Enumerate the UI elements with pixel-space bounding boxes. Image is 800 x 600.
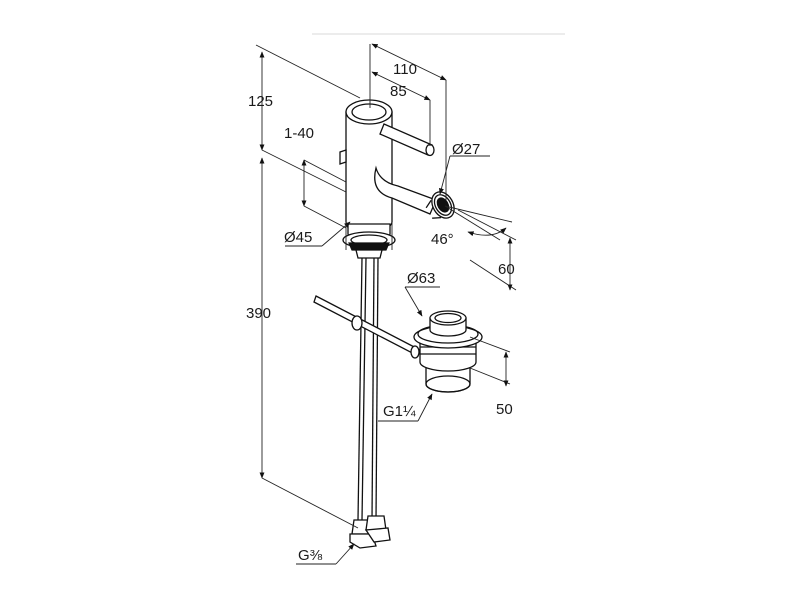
dim-waste-thread: G1¼	[383, 403, 416, 420]
dim-outlet-diameter: Ø27	[452, 141, 480, 158]
dimension-lines	[255, 43, 517, 565]
dim-50: 50	[496, 401, 513, 418]
dim-angle: 46°	[431, 231, 454, 248]
dim-390: 390	[246, 305, 271, 322]
dim-body-diameter: Ø45	[284, 229, 312, 246]
dim-85: 85	[390, 83, 407, 100]
waste-fitting	[413, 310, 483, 393]
spout-outlet	[425, 191, 455, 219]
dim-waste-diameter: Ø63	[407, 270, 435, 287]
dim-60: 60	[498, 261, 515, 278]
supply-pipes	[349, 257, 391, 549]
dim-supply-thread: G⅜	[298, 547, 323, 564]
popup-rod	[313, 295, 421, 359]
faucet-body	[339, 99, 455, 259]
dim-1-40: 1-40	[284, 125, 314, 142]
dim-125: 125	[248, 93, 273, 110]
dim-110: 110	[393, 61, 417, 78]
